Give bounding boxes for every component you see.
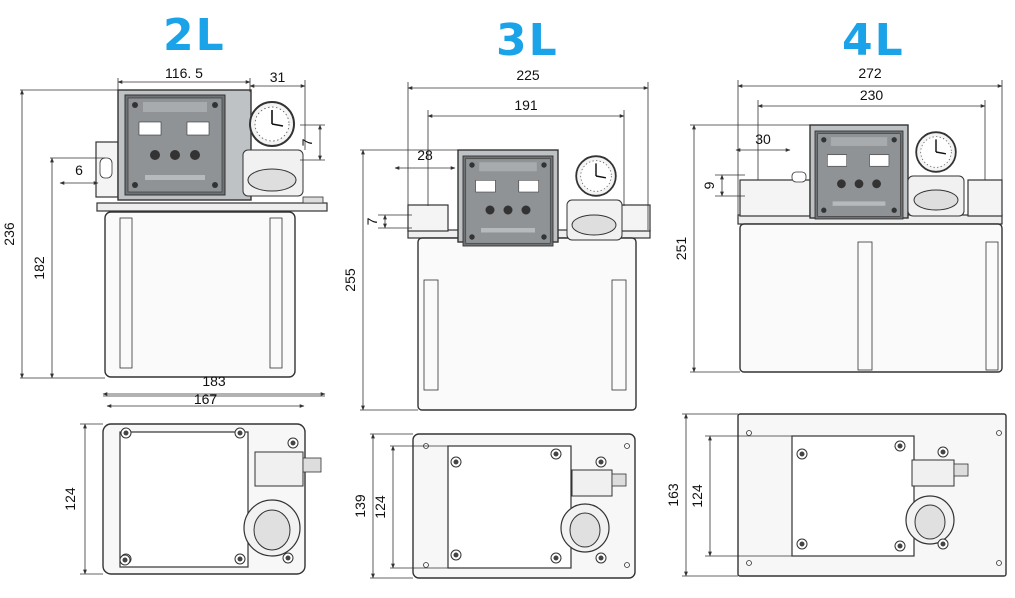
4l-bracket-slot (791, 171, 807, 183)
2l-top-screw-a-core (290, 440, 296, 446)
4l-dim-124-label: 124 (689, 484, 705, 508)
2l-dim-31-label: 31 (270, 69, 286, 85)
3l-top-screw-b-core (598, 555, 604, 561)
2l-dim-167-label: 167 (194, 391, 218, 407)
3l-tank-rib-left (423, 279, 439, 391)
2l-top-screw-3-core (237, 556, 243, 562)
2l-top-screw-b-core (285, 555, 291, 561)
4l-top-hole-3 (996, 560, 1002, 566)
title-4l: 4L (842, 15, 905, 66)
3l-top-outlet (611, 473, 627, 487)
2l-top-pump-cap (253, 509, 291, 551)
4l-top-connector (911, 459, 955, 487)
2l-tank-rib-left (119, 217, 133, 369)
4l-top-screw-2-core (799, 541, 805, 547)
3l-top-hole-3 (624, 562, 630, 568)
4l-dim-230-label: 230 (860, 87, 884, 103)
3l-top-hole-1 (624, 443, 630, 449)
4l-dim-251-label: 251 (673, 237, 689, 261)
4l-top-screw-0-core (799, 451, 805, 457)
4l-pump-cap (913, 189, 959, 211)
3l-dim-124-label: 124 (372, 495, 388, 519)
2l-control-panel (124, 94, 226, 196)
4l-top-outlet (953, 463, 969, 477)
3l-dim-28-label: 28 (417, 147, 433, 163)
4l-tank-rib-right (985, 241, 999, 371)
3l-dim-255-label: 255 (342, 268, 358, 292)
title-3l: 3L (496, 15, 559, 66)
2l-outlet (302, 196, 324, 204)
3l-dim-7-label: 7 (364, 217, 380, 225)
2l-top-outlet (302, 457, 322, 473)
3l-bracket-left (407, 204, 449, 232)
3l-top-lid (447, 445, 572, 569)
4l-top-lid (791, 435, 915, 557)
4l-top-screw-1-core (897, 443, 903, 449)
2l-pump-cap (247, 168, 297, 192)
4l-top-screw-a-core (940, 449, 946, 455)
3l-top-pump-cap (569, 512, 601, 548)
3l-top-connector (571, 469, 613, 497)
2l-top-connector (254, 451, 304, 487)
4l-dim-163-label: 163 (665, 483, 681, 507)
4l-bracket-right (967, 179, 1003, 217)
3l-top-screw-a-core (598, 459, 604, 465)
2l-dim-7-label: 7 (299, 138, 315, 146)
4l-dim-30-label: 30 (755, 131, 771, 147)
2l-dim-183-label: 183 (202, 373, 226, 389)
3l-top-screw-3-core (553, 555, 559, 561)
4l-top-pump-cap (914, 504, 946, 540)
3l-pressure-gauge (575, 155, 617, 197)
2l-top-screw-4-core (122, 557, 128, 563)
2l-top-lid (119, 431, 249, 568)
2l-dim-116-5-label: 116. 5 (165, 65, 203, 81)
2l-dim-182-label: 182 (31, 256, 47, 280)
4l-top-screw-b-core (940, 541, 946, 547)
4l-pressure-gauge (915, 131, 957, 173)
title-2l: 2L (163, 10, 226, 61)
3l-top-screw-0-core (453, 459, 459, 465)
4l-top-screw-3-core (897, 543, 903, 549)
3l-tank-rib-right (611, 279, 627, 391)
3l-dim-191-label: 191 (514, 97, 538, 113)
4l-dim-272-label: 272 (858, 65, 882, 81)
2l-tank (104, 211, 296, 378)
3l-dim-225-label: 225 (516, 67, 540, 83)
2l-dim-6-label: 6 (75, 162, 83, 178)
2l-top-screw-0-core (123, 430, 129, 436)
4l-tank-rib-left (857, 241, 873, 371)
4l-bracket-left (739, 179, 811, 217)
2l-tank-rib-right (269, 217, 283, 369)
3l-top-screw-2-core (453, 552, 459, 558)
4l-dim-9-label: 9 (701, 181, 717, 189)
4l-top-hole-0 (746, 430, 752, 436)
3l-top-hole-2 (423, 562, 429, 568)
2l-dim-236-label: 236 (1, 222, 17, 246)
3l-control-panel (462, 155, 554, 247)
4l-control-panel (814, 130, 904, 220)
2l-dim-124-label: 124 (62, 487, 78, 511)
3l-tank (417, 237, 637, 411)
3l-pump-cap (571, 214, 617, 236)
3l-top-screw-1-core (553, 451, 559, 457)
2l-bracket-slot (99, 157, 113, 179)
2l-pressure-gauge (249, 101, 295, 147)
2l-top-screw-1-core (237, 430, 243, 436)
4l-tank (739, 223, 1003, 373)
4l-top-hole-1 (996, 430, 1002, 436)
3l-dim-139-label: 139 (352, 494, 368, 518)
4l-top-hole-2 (746, 560, 752, 566)
2l-base-plate (96, 202, 328, 212)
